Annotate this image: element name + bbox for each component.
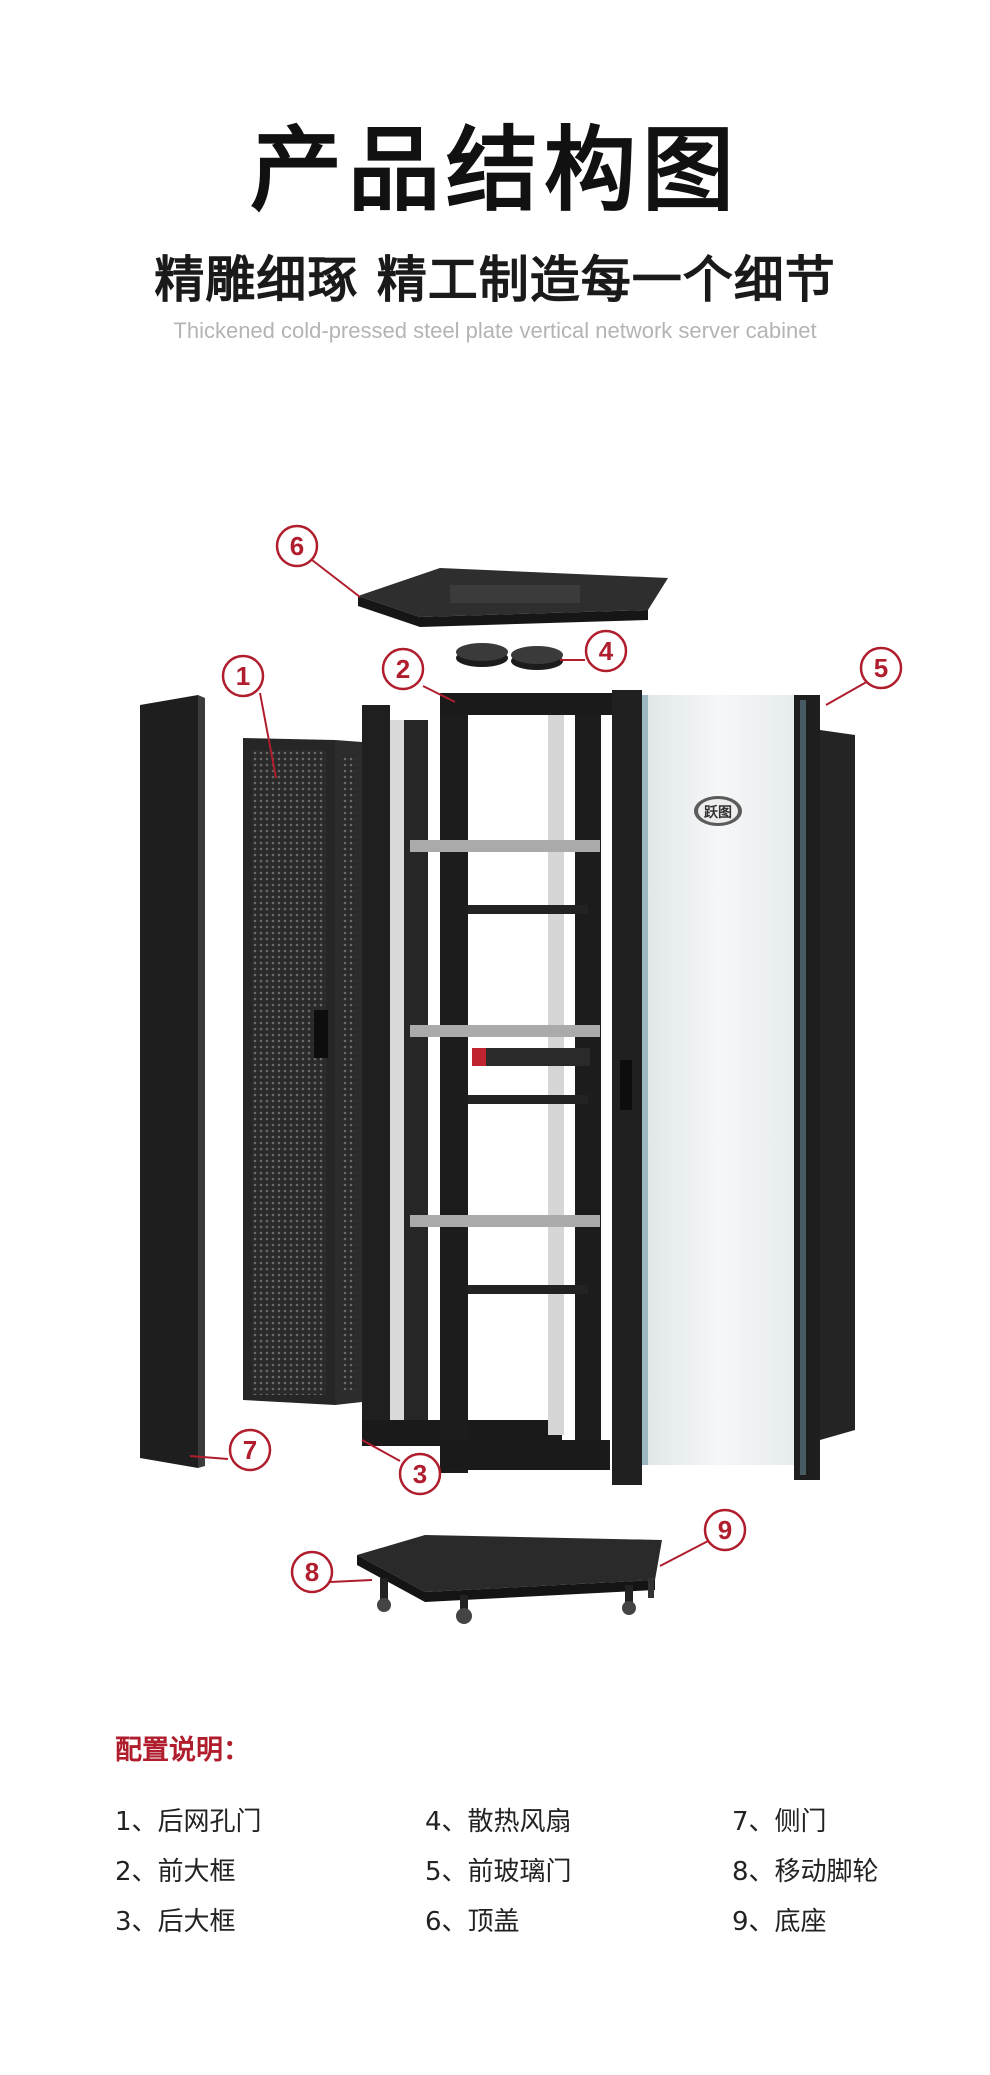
callout-4: 4: [584, 629, 628, 673]
page-title: 产品结构图: [249, 117, 740, 224]
brand-badge: 跃图: [704, 805, 732, 821]
config-item: 5、前玻璃门: [425, 1857, 572, 1887]
config-column-1: 1、后网孔门 2、前大框 3、后大框: [115, 1805, 262, 1955]
front-frame: [410, 693, 615, 1473]
base: [357, 1535, 662, 1624]
cabinet-exploded-diagram: 跃图 6 1 2: [140, 524, 903, 1624]
callout-6: 6: [275, 524, 319, 568]
svg-text:7: 7: [243, 1435, 257, 1465]
svg-text:2: 2: [396, 654, 410, 684]
config-item: 1、后网孔门: [115, 1807, 262, 1837]
config-item: 4、散热风扇: [425, 1807, 572, 1837]
english-caption: Thickened cold-pressed steel plate verti…: [173, 318, 817, 343]
svg-text:4: 4: [599, 636, 614, 666]
svg-text:1: 1: [236, 661, 250, 691]
svg-text:3: 3: [413, 1459, 427, 1489]
svg-text:8: 8: [305, 1557, 319, 1587]
callout-5: 5: [859, 646, 903, 690]
config-item: 3、后大框: [115, 1907, 236, 1937]
callout-8: 8: [290, 1550, 334, 1594]
config-item: 7、侧门: [732, 1807, 827, 1837]
callout-7: 7: [228, 1428, 272, 1472]
callout-9: 9: [703, 1508, 747, 1552]
svg-text:5: 5: [874, 653, 888, 683]
config-item: 9、底座: [732, 1907, 827, 1937]
side-door-right: [794, 695, 855, 1480]
svg-text:9: 9: [718, 1515, 732, 1545]
fans: [456, 643, 563, 670]
config-item: 2、前大框: [115, 1857, 236, 1887]
top-cover: [358, 568, 668, 627]
side-door-left: [140, 695, 205, 1468]
svg-text:6: 6: [290, 531, 304, 561]
config-heading: 配置说明：: [115, 1735, 250, 1766]
rear-mesh-door: [243, 738, 362, 1405]
config-item: 8、移动脚轮: [732, 1857, 879, 1887]
callout-2: 2: [381, 647, 425, 691]
config-column-3: 7、侧门 8、移动脚轮 9、底座: [732, 1805, 879, 1955]
leader-lines: [189, 559, 871, 1583]
config-item: 6、顶盖: [425, 1907, 520, 1937]
config-column-2: 4、散热风扇 5、前玻璃门 6、顶盖: [425, 1805, 572, 1955]
callout-3: 3: [398, 1452, 442, 1496]
page-subtitle: 精雕细琢 精工制造每一个细节: [154, 251, 836, 309]
front-glass-door: 跃图: [612, 690, 794, 1485]
callout-1: 1: [221, 654, 265, 698]
